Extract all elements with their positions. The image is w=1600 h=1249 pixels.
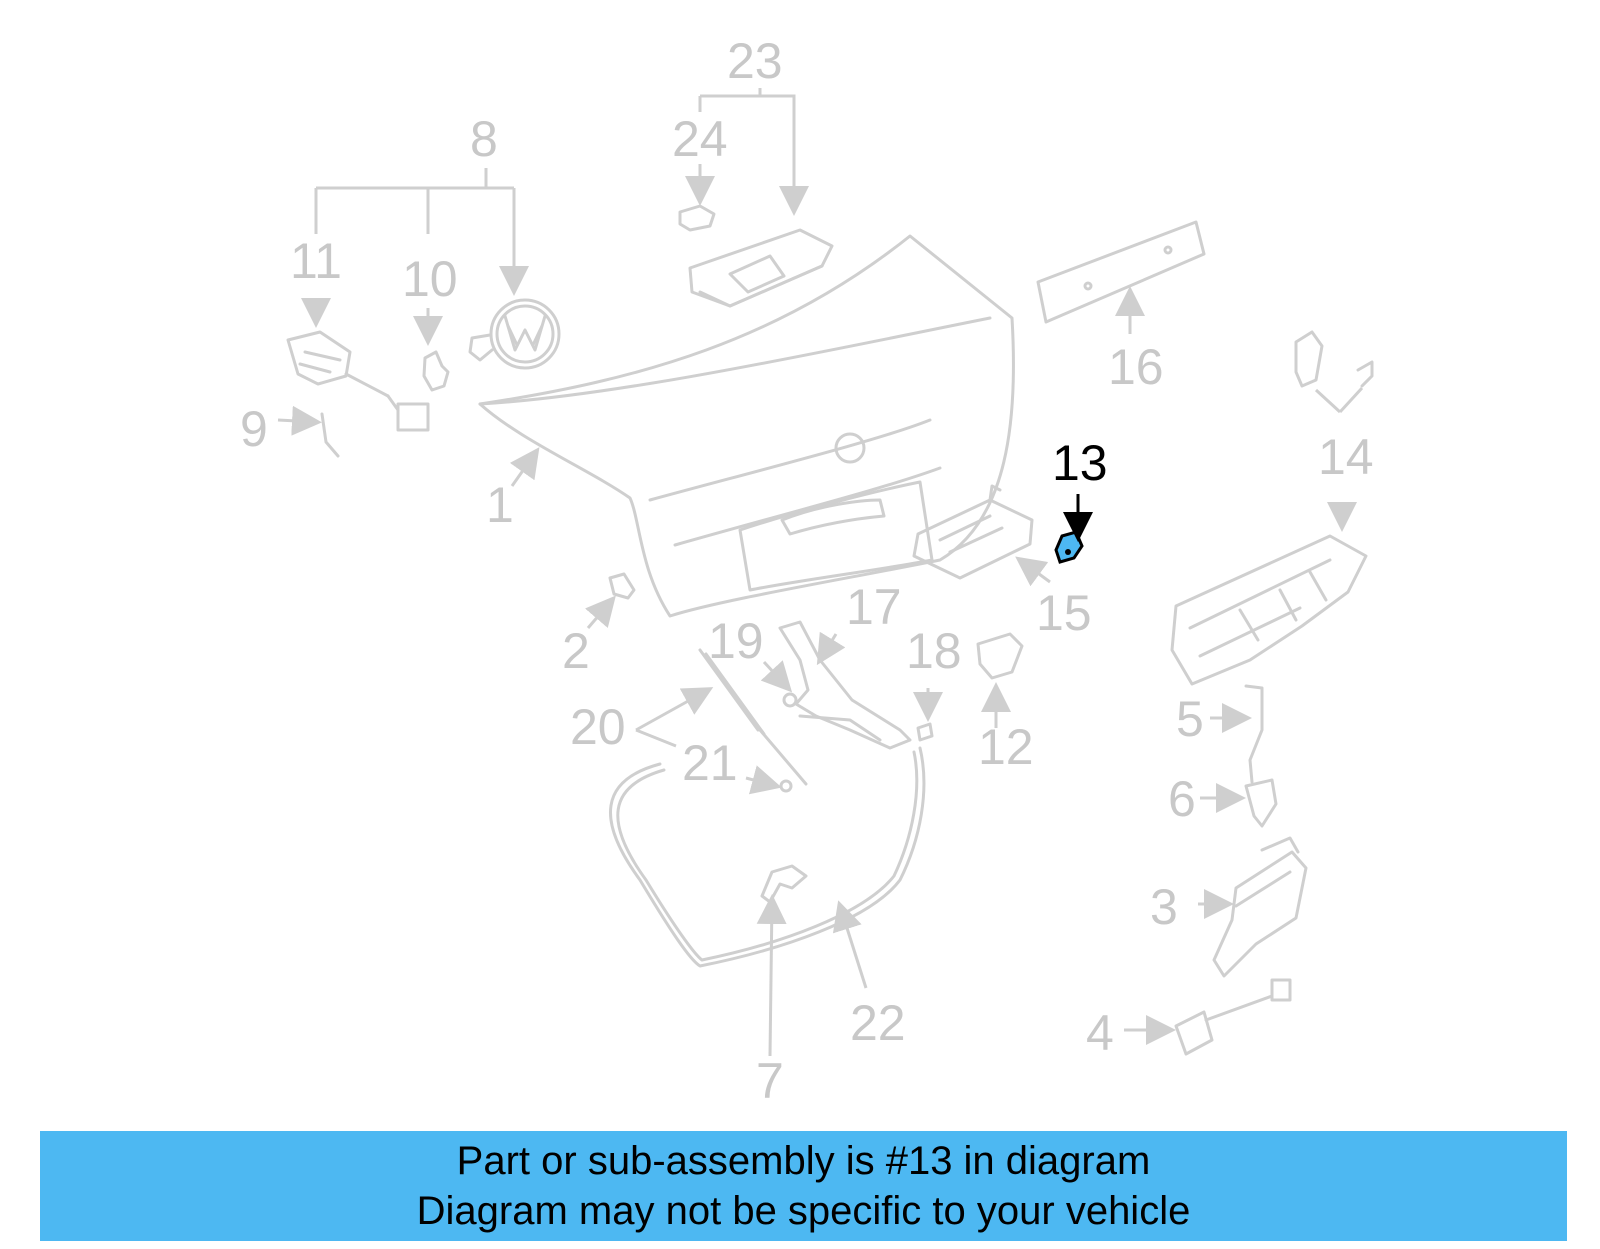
callout-3[interactable]: 3 xyxy=(1150,879,1178,935)
vw-emblem-part xyxy=(468,298,561,370)
callout-labels: 23 24 8 11 10 9 1 16 14 13 15 2 17 19 18… xyxy=(240,33,1374,1109)
lock-cylinder-part xyxy=(286,330,430,432)
gas-strut-part xyxy=(698,648,808,786)
leader-lines xyxy=(277,88,1364,1057)
callout-20[interactable]: 20 xyxy=(570,699,626,755)
rod-part-9 xyxy=(320,412,340,458)
callout-9[interactable]: 9 xyxy=(240,401,268,457)
parts-diagram: 23 24 8 11 10 9 1 16 14 13 15 2 17 19 18… xyxy=(240,33,1374,1109)
latch-assembly-part xyxy=(1170,330,1374,686)
switch-part-4 xyxy=(1174,978,1292,1056)
callout-10[interactable]: 10 xyxy=(402,251,458,307)
banner-line-1: Part or sub-assembly is #13 in diagram xyxy=(456,1139,1151,1183)
clip-part-6 xyxy=(1244,778,1278,828)
callout-16[interactable]: 16 xyxy=(1108,339,1164,395)
callout-11[interactable]: 11 xyxy=(290,233,342,289)
callout-7[interactable]: 7 xyxy=(756,1053,784,1109)
weatherstrip-seal-part xyxy=(609,746,926,968)
callout-12[interactable]: 12 xyxy=(978,719,1034,775)
callout-24[interactable]: 24 xyxy=(672,111,728,167)
highlighted-part-13 xyxy=(1054,530,1084,564)
callout-2[interactable]: 2 xyxy=(562,623,590,679)
callout-13[interactable]: 13 xyxy=(1052,435,1108,491)
callout-5[interactable]: 5 xyxy=(1176,691,1204,747)
callout-21[interactable]: 21 xyxy=(682,735,738,791)
stud-part-2 xyxy=(608,572,636,600)
callout-22[interactable]: 22 xyxy=(850,995,906,1051)
callout-1[interactable]: 1 xyxy=(486,477,514,533)
light-housing-part xyxy=(678,204,834,308)
callout-15[interactable]: 15 xyxy=(1036,585,1092,641)
callout-14[interactable]: 14 xyxy=(1318,429,1374,485)
callout-17[interactable]: 17 xyxy=(846,579,902,635)
trim-plate-part xyxy=(1036,220,1206,324)
callout-4[interactable]: 4 xyxy=(1086,1005,1114,1061)
trunk-lid-part xyxy=(478,234,1015,618)
callout-18[interactable]: 18 xyxy=(906,623,962,679)
callout-19[interactable]: 19 xyxy=(708,613,764,669)
callout-23[interactable]: 23 xyxy=(727,33,783,89)
hinge-part-17 xyxy=(778,620,912,750)
clip-part-10 xyxy=(422,350,450,392)
lock-actuator-part xyxy=(1212,836,1308,978)
info-banner: Part or sub-assembly is #13 in diagram D… xyxy=(40,1131,1567,1241)
banner-line-2: Diagram may not be specific to your vehi… xyxy=(416,1189,1191,1233)
rod-part-5 xyxy=(1244,684,1264,784)
license-light-part xyxy=(912,484,1034,580)
buffer-part-7 xyxy=(760,864,808,904)
callout-6[interactable]: 6 xyxy=(1168,771,1196,827)
callout-8[interactable]: 8 xyxy=(470,111,498,167)
